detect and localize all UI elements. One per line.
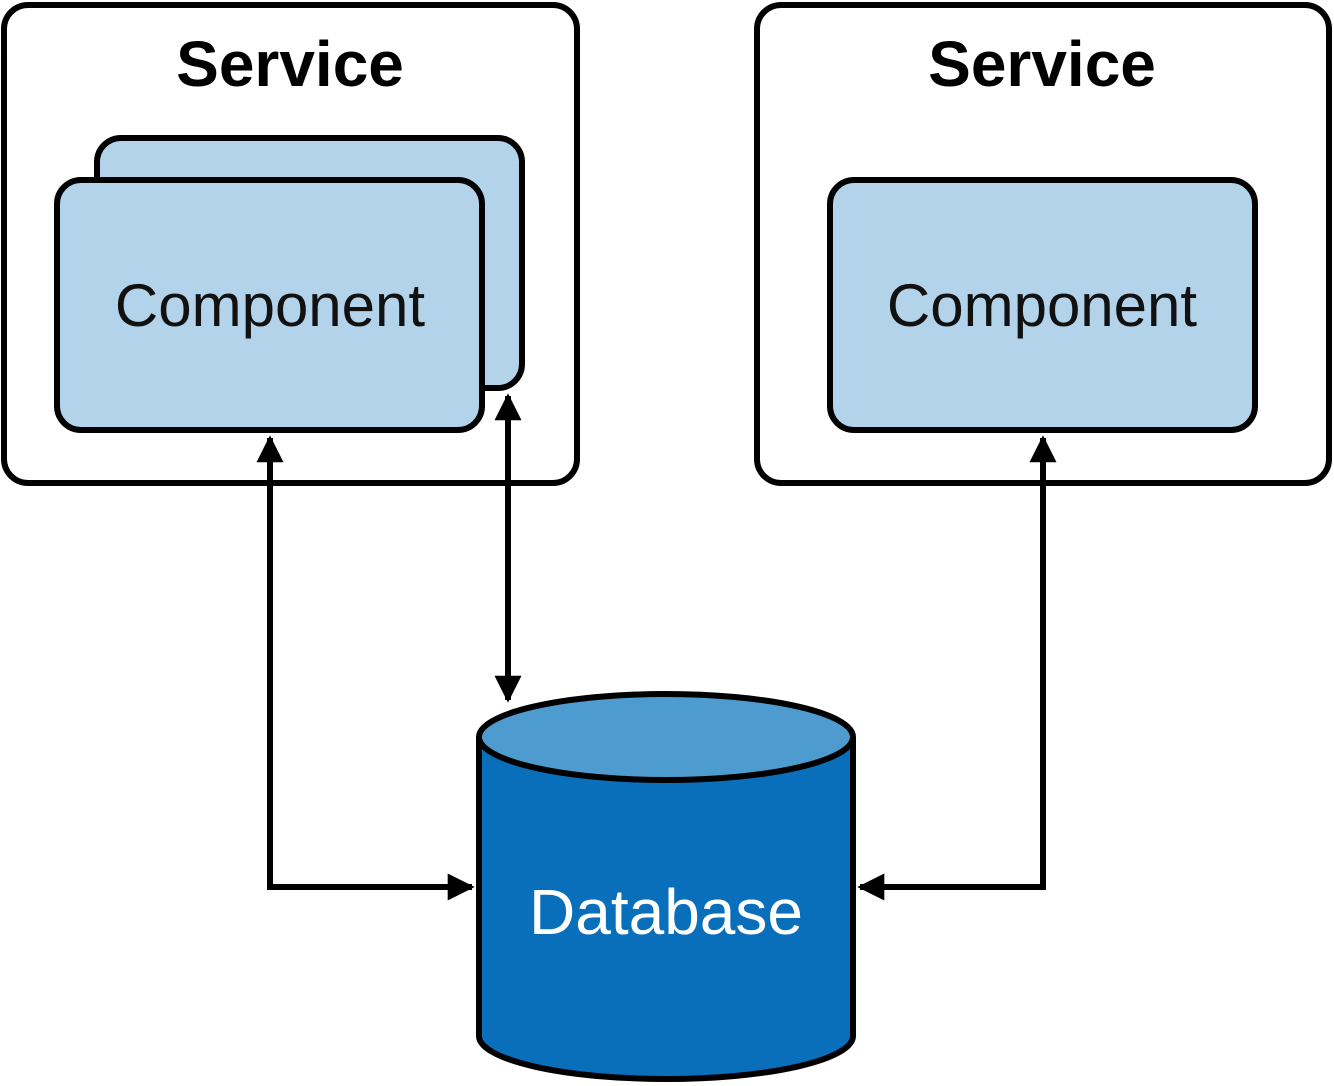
- component-left-label: Component: [115, 272, 426, 339]
- service-left: Service Component: [1, 2, 580, 486]
- arrow-right-component-database: [857, 435, 1057, 901]
- service-right: Service Component: [754, 2, 1332, 486]
- database-label: Database: [529, 876, 803, 948]
- component-right: [827, 177, 1258, 433]
- database-cylinder: Database: [476, 691, 856, 1082]
- component-left: [54, 177, 485, 433]
- component-right-label: Component: [887, 272, 1198, 339]
- service-right-title: Service: [928, 28, 1156, 100]
- database-body: [476, 737, 856, 1082]
- database-top: [476, 691, 856, 783]
- arrow-left-component-database: [256, 435, 475, 901]
- service-left-title: Service: [176, 28, 404, 100]
